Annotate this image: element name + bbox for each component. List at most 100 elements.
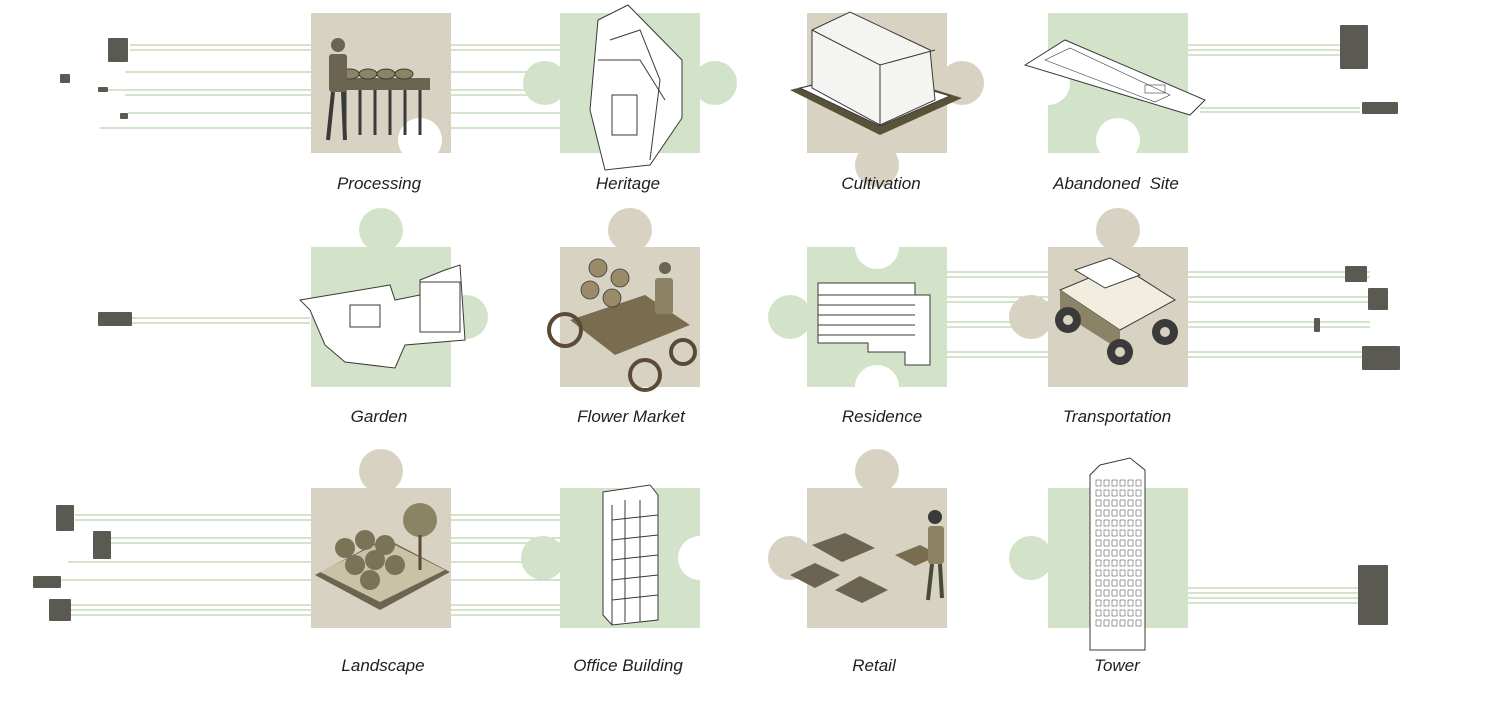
tree-canopy — [365, 550, 385, 570]
tower-unit — [1095, 619, 1102, 627]
tower-unit — [1111, 499, 1118, 507]
label-tower: Tower — [1094, 656, 1140, 675]
piece-notch — [855, 225, 899, 269]
piece-tab — [359, 208, 403, 252]
tower-unit — [1111, 549, 1118, 557]
tower-unit — [1127, 609, 1134, 617]
tower-unit — [1095, 499, 1102, 507]
crate — [790, 563, 840, 588]
tower-unit — [1135, 499, 1142, 507]
piece-tab — [940, 61, 984, 105]
label-flower-market: Flower Market — [577, 407, 685, 426]
tower-plan-icon — [1089, 457, 1146, 651]
crate — [812, 533, 875, 562]
crate — [835, 576, 888, 603]
label-landscape: Landscape — [341, 656, 425, 675]
tower-unit — [1119, 579, 1126, 587]
tower-unit — [1095, 519, 1102, 527]
tree-canopy — [345, 555, 365, 575]
piece-tab — [693, 61, 737, 105]
piece-notch — [1096, 118, 1140, 162]
tower-unit — [1135, 619, 1142, 627]
tower-unit — [1095, 569, 1102, 577]
tower-unit — [1103, 589, 1110, 597]
person-at-table-icon — [326, 38, 430, 141]
tree-canopy — [355, 530, 375, 550]
table-top — [335, 78, 430, 90]
tower-unit — [1103, 609, 1110, 617]
residence-block-icon — [817, 282, 931, 366]
flower-pot — [580, 280, 600, 300]
tower-unit — [1135, 599, 1142, 607]
tower-unit — [1135, 569, 1142, 577]
tower-unit — [1103, 569, 1110, 577]
tower-unit — [1103, 499, 1110, 507]
tower-unit — [1127, 569, 1134, 577]
tower-unit — [1119, 519, 1126, 527]
tower-unit — [1111, 599, 1118, 607]
site-thumbnail-icon — [56, 505, 74, 531]
piece-tab — [359, 449, 403, 493]
piece-tab — [523, 61, 567, 105]
tower-unit — [1095, 509, 1102, 517]
piece-tab — [768, 295, 812, 339]
tower-unit — [1111, 479, 1118, 487]
tower-unit — [1127, 559, 1134, 567]
cart-wheel — [669, 338, 697, 366]
vehicle-side — [1060, 290, 1120, 350]
tower-unit — [1119, 569, 1126, 577]
tower-unit — [1127, 539, 1134, 547]
vendor-leg — [926, 563, 934, 601]
site-thumbnail-icon — [1362, 346, 1400, 370]
tower-unit — [1119, 529, 1126, 537]
site-thumbnail-icon — [98, 312, 132, 326]
site-thumbnail-icon — [33, 576, 61, 588]
piece-tab — [1009, 295, 1053, 339]
label-residence: Residence — [841, 407, 923, 426]
site-plan-icon — [1023, 39, 1206, 116]
site-thumbnail-icon — [49, 599, 71, 621]
person-body — [329, 54, 347, 92]
tower-unit — [1103, 509, 1110, 517]
flower-pot — [602, 288, 622, 308]
site-inner — [1044, 47, 1171, 103]
building-wing — [611, 94, 638, 136]
flower-pot — [588, 258, 608, 278]
piece-notch — [855, 365, 899, 409]
site-thumbnail-icon — [1314, 318, 1320, 332]
piece-tab — [855, 143, 899, 187]
tower-unit — [1127, 549, 1134, 557]
tower-unit — [1111, 489, 1118, 497]
piece-tab — [1096, 208, 1140, 252]
tower-unit — [1135, 509, 1142, 517]
tower-unit — [1119, 619, 1126, 627]
tower-unit — [1095, 599, 1102, 607]
label-office-building: Office Building — [573, 656, 683, 675]
site-thumbnail-icon — [120, 113, 128, 119]
tower-unit — [1095, 549, 1102, 557]
vehicle-hub — [1160, 327, 1170, 337]
tower-unit — [1103, 599, 1110, 607]
building-edge — [598, 59, 666, 101]
tower-unit — [1111, 589, 1118, 597]
piece-retail — [768, 449, 947, 628]
vehicle-hub — [1115, 347, 1125, 357]
tower-unit — [1103, 529, 1110, 537]
vendor-leg — [938, 563, 944, 599]
tower-unit — [1135, 479, 1142, 487]
piece-tab — [1009, 536, 1053, 580]
tower-unit — [1135, 579, 1142, 587]
person-leg — [341, 91, 347, 141]
tower-unit — [1095, 489, 1102, 497]
tower-unit — [1111, 519, 1118, 527]
tower-unit — [1127, 599, 1134, 607]
site-structure — [1144, 84, 1166, 94]
tower-unit — [1111, 569, 1118, 577]
piece-tab — [768, 536, 812, 580]
tower-unit — [1103, 489, 1110, 497]
garden-building — [419, 281, 461, 333]
tower-unit — [1095, 539, 1102, 547]
tower-unit — [1103, 619, 1110, 627]
tower-unit — [1111, 559, 1118, 567]
